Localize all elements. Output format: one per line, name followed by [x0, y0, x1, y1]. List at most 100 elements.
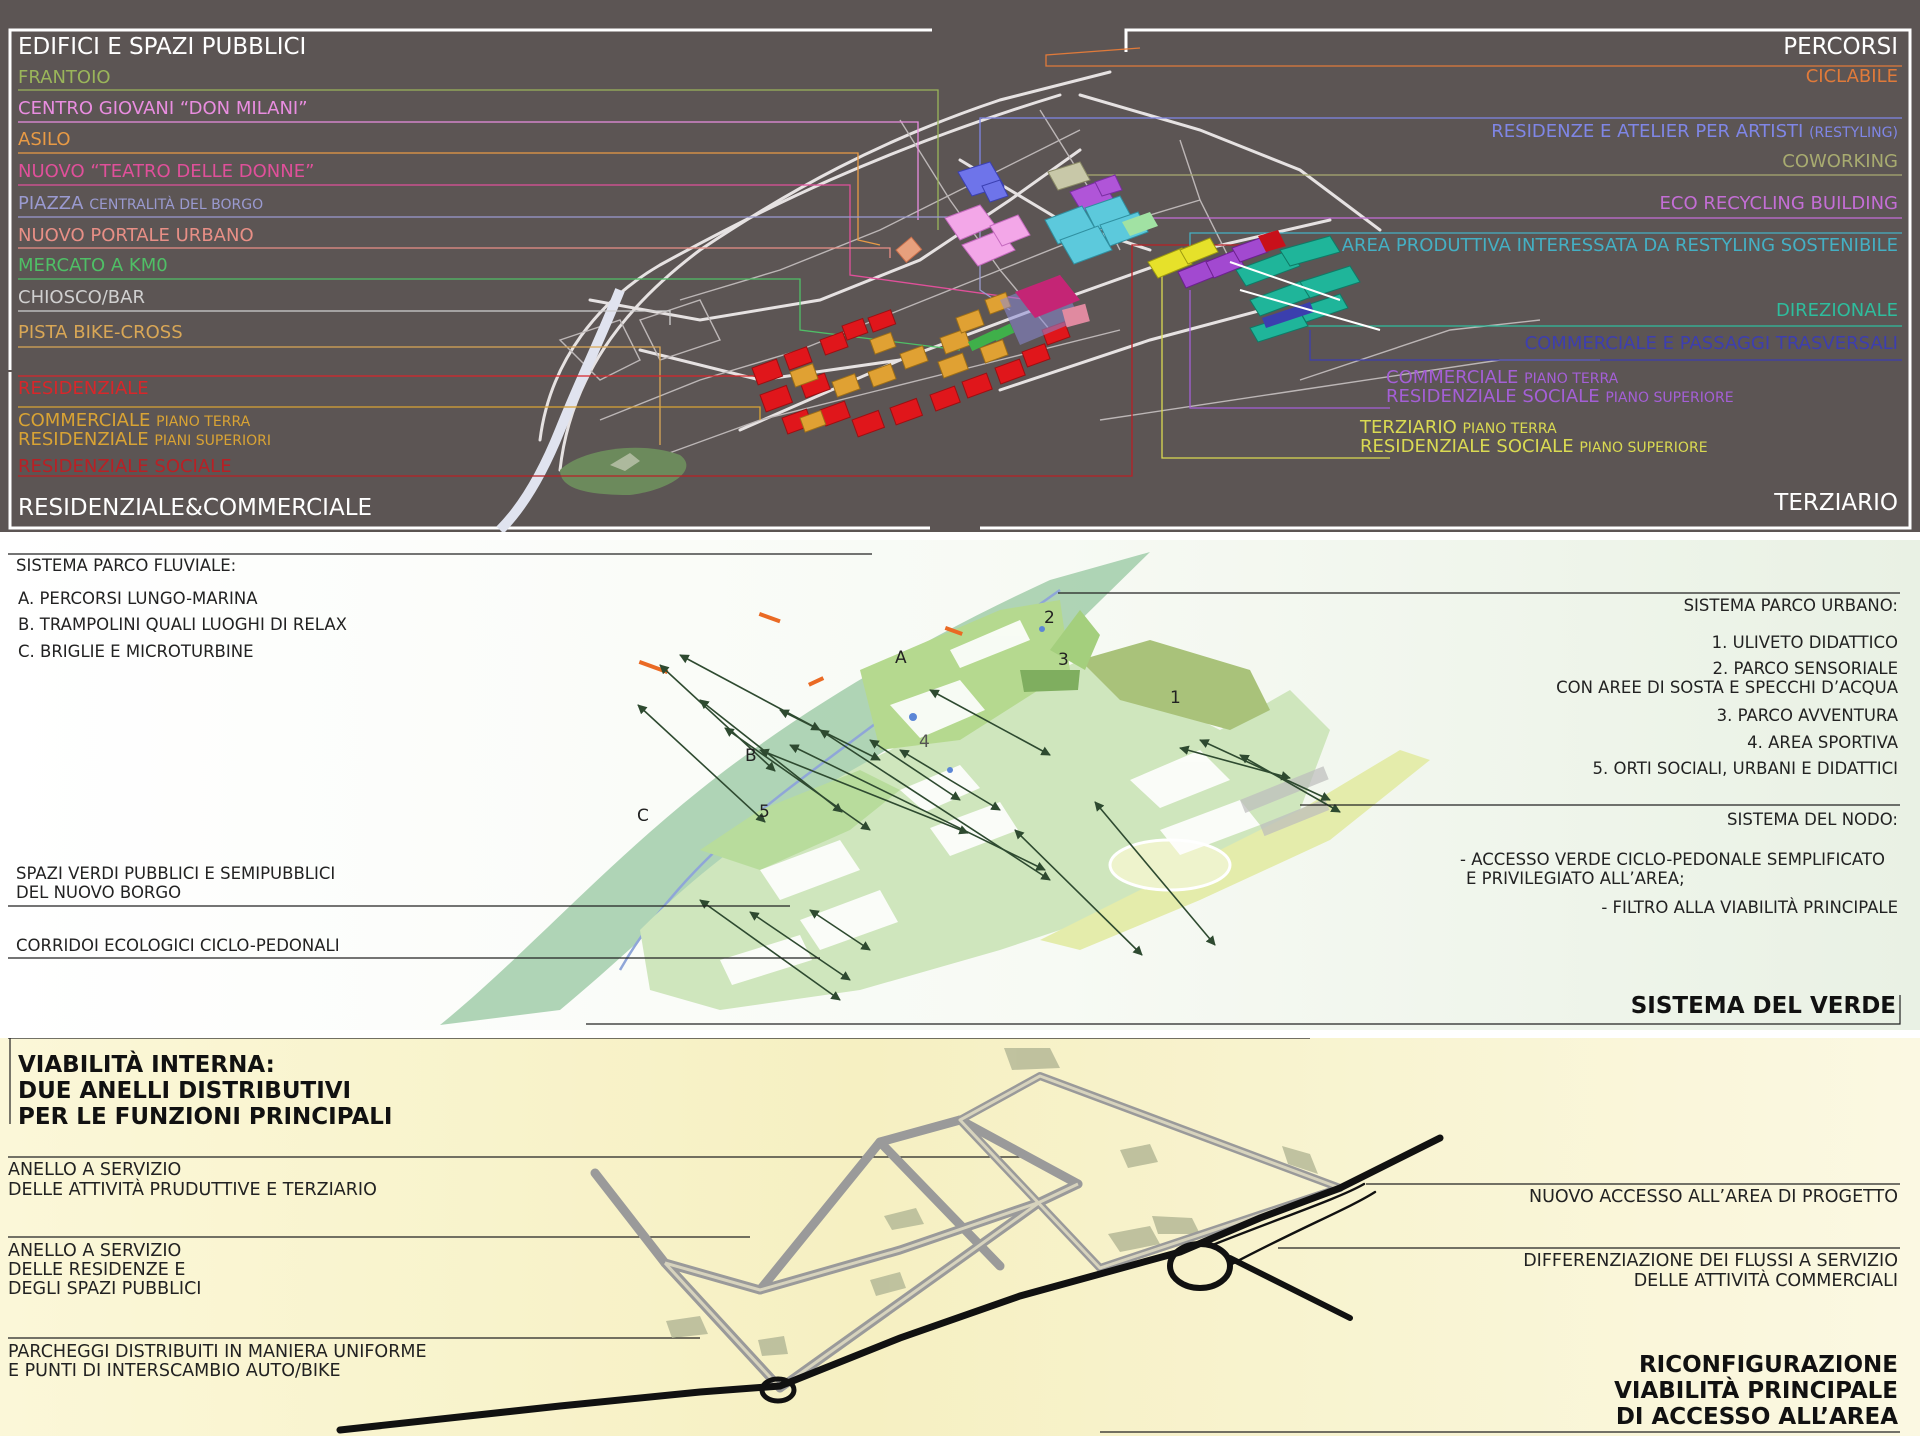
legend-comm-pt: COMMERCIALE PIANO TERRA — [1386, 369, 1618, 387]
legend-piazza-small: CENTRALITÀ DEL BORGO — [89, 197, 264, 213]
legend-centro-giovani-text: CENTRO GIOVANI “DON MILANI” — [18, 98, 308, 119]
legend-eco: ECO RECYCLING BUILDING — [1659, 193, 1898, 214]
legend-atelier: RESIDENZE E ATELIER PER ARTISTI (RESTYLI… — [1491, 123, 1898, 141]
legend-teatro: NUOVO “TEATRO DELLE DONNE” — [18, 163, 314, 181]
right-legend-title: PERCORSI — [1783, 34, 1898, 60]
legend-chiosco-text: CHIOSCO/BAR — [18, 287, 145, 308]
functions-map-section: EDIFICI E SPAZI PUBBLICI FRANTOIO CENTRO… — [0, 0, 1920, 532]
legend-ciclabile: CICLABILE — [1805, 66, 1898, 87]
nodo-item-2: - FILTRO ALLA VIABILITÀ PRINCIPALE — [1601, 898, 1898, 917]
legend-atelier-text: RESIDENZE E ATELIER PER ARTISTI — [1491, 121, 1804, 142]
viab-title-line2: DUE ANELLI DISTRIBUTIVI — [18, 1078, 352, 1104]
urbano-item-2b: CON AREE DI SOSTA E SPECCHI D’ACQUA — [1556, 678, 1898, 697]
legend-residenziale-piani-text: RESIDENZIALE — [18, 429, 149, 450]
anello2-line3: DEGLI SPAZI PUBBLICI — [8, 1279, 202, 1299]
map-label-c: C — [637, 806, 649, 826]
legend-bike: PISTA BIKE-CROSS — [18, 324, 183, 342]
legend-atelier-small: (RESTYLING) — [1809, 125, 1898, 141]
nodo-item-1b: E PRIVILEGIATO ALL’AREA; — [1466, 869, 1685, 888]
riconf-line1: RICONFIGURAZIONE — [1638, 1352, 1898, 1378]
legend-terz-pt-small: PIANO TERRA — [1462, 421, 1557, 437]
legend-chiosco: CHIOSCO/BAR — [18, 289, 145, 307]
legend-mercato: MERCATO A KM0 — [18, 257, 168, 275]
left-legend-title: EDIFICI E SPAZI PUBBLICI — [18, 34, 307, 60]
flussi-line2: DELLE ATTIVITÀ COMMERCIALI — [1633, 1271, 1898, 1291]
legend-piazza-text: PIAZZA — [18, 193, 84, 214]
fluviale-item-a: A. PERCORSI LUNGO-MARINA — [18, 589, 258, 608]
map-label-b: B — [745, 746, 757, 766]
anello1-line2: DELLE ATTIVITÀ PRUDUTTIVE E TERZIARIO — [8, 1180, 377, 1200]
legend-commerciale-text: COMMERCIALE — [18, 410, 151, 431]
nodo-item-1: - ACCESSO VERDE CICLO-PEDONALE SEMPLIFIC… — [1460, 850, 1885, 869]
legend-commerciale-passaggi: COMMERCIALE E PASSAGGI TRASVERSALI — [1524, 333, 1898, 354]
fluviale-title: SISTEMA PARCO FLUVIALE: — [16, 556, 237, 575]
map-label-2: 2 — [1044, 608, 1055, 628]
urbano-title: SISTEMA PARCO URBANO: — [1683, 596, 1898, 615]
legend-res-soc-text: RESIDENZIALE SOCIALE — [1386, 386, 1600, 407]
functions-map-graphic — [8, 28, 1912, 532]
legend-bike-text: PISTA BIKE-CROSS — [18, 322, 183, 343]
flussi-line1: DIFFERENZIAZIONE DEI FLUSSI A SERVIZIO — [1523, 1251, 1898, 1271]
green-system-section: SISTEMA PARCO FLUVIALE: A. PERCORSI LUNG… — [0, 540, 1920, 1030]
spazi-verdi-line1: SPAZI VERDI PUBBLICI E SEMIPUBBLICI — [16, 864, 336, 883]
green-system-graphic — [8, 552, 1901, 1025]
road-system-section: VIABILITÀ INTERNA: DUE ANELLI DISTRIBUTI… — [0, 1038, 1920, 1436]
legend-residenziale-piani: RESIDENZIALE PIANI SUPERIORI — [18, 431, 271, 449]
corridoi-label: CORRIDOI ECOLOGICI CICLO-PEDONALI — [16, 936, 340, 955]
riconf-line3: DI ACCESSO ALL’AREA — [1615, 1404, 1898, 1430]
legend-piazza: PIAZZA CENTRALITÀ DEL BORGO — [18, 195, 263, 213]
parcheggi-line1: PARCHEGGI DISTRIBUITI IN MANIERA UNIFORM… — [8, 1342, 427, 1362]
legend-portale: NUOVO PORTALE URBANO — [18, 227, 254, 245]
bottom-right-title: TERZIARIO — [1774, 490, 1898, 516]
viab-title-line1: VIABILITÀ INTERNA: — [18, 1052, 275, 1078]
legend-mercato-text: MERCATO A KM0 — [18, 255, 168, 276]
green-section-title: SISTEMA DEL VERDE — [1630, 993, 1896, 1019]
nuovo-accesso-label: NUOVO ACCESSO ALL’AREA DI PROGETTO — [1529, 1187, 1898, 1207]
viab-title-line3: PER LE FUNZIONI PRINCIPALI — [18, 1104, 393, 1130]
fluviale-item-b: B. TRAMPOLINI QUALI LUOGHI DI RELAX — [18, 615, 347, 634]
road-system-graphic — [8, 1038, 1900, 1434]
map-label-5: 5 — [759, 802, 770, 822]
urbano-item-4: 4. AREA SPORTIVA — [1747, 733, 1898, 752]
map-label-3: 3 — [1058, 650, 1069, 670]
bottom-left-title: RESIDENZIALE&COMMERCIALE — [18, 495, 373, 521]
legend-residenziale: RESIDENZIALE — [18, 378, 149, 399]
nodo-title: SISTEMA DEL NODO: — [1727, 810, 1898, 829]
legend-teatro-text: NUOVO “TEATRO DELLE DONNE” — [18, 161, 315, 182]
legend-commerciale-small: PIANO TERRA — [156, 414, 251, 430]
legend-comm-pt-small: PIANO TERRA — [1524, 371, 1619, 387]
legend-frantoio-text: FRANTOIO — [18, 67, 111, 88]
legend-residenziale-sociale: RESIDENZIALE SOCIALE — [18, 456, 232, 477]
anello2-line2: DELLE RESIDENZE E — [8, 1260, 186, 1280]
legend-res-soc-small: PIANO SUPERIORE — [1605, 390, 1734, 406]
legend-portale-text: NUOVO PORTALE URBANO — [18, 225, 254, 246]
legend-terz-res: RESIDENZIALE SOCIALE PIANO SUPERIORE — [1360, 438, 1708, 456]
legend-asilo-text: ASILO — [18, 129, 71, 150]
urbano-item-5: 5. ORTI SOCIALI, URBANI E DIDATTICI — [1592, 759, 1899, 778]
urbano-item-1: 1. ULIVETO DIDATTICO — [1711, 633, 1898, 652]
legend-res-soc: RESIDENZIALE SOCIALE PIANO SUPERIORE — [1386, 388, 1734, 406]
legend-coworking: COWORKING — [1782, 151, 1898, 172]
legend-terz-res-text: RESIDENZIALE SOCIALE — [1360, 436, 1574, 457]
legend-terz-pt: TERZIARIO PIANO TERRA — [1360, 419, 1557, 437]
spazi-verdi-line2: DEL NUOVO BORGO — [16, 883, 182, 902]
legend-terz-pt-text: TERZIARIO — [1360, 417, 1457, 438]
legend-area-produttiva: AREA PRODUTTIVA INTERESSATA DA RESTYLING… — [1341, 235, 1898, 256]
legend-frantoio: FRANTOIO — [18, 69, 111, 87]
parcheggi-line2: E PUNTI DI INTERSCAMBIO AUTO/BIKE — [8, 1361, 341, 1381]
legend-centro-giovani: CENTRO GIOVANI “DON MILANI” — [18, 100, 308, 118]
anello1-line1: ANELLO A SERVIZIO — [8, 1160, 182, 1180]
urbano-item-2: 2. PARCO SENSORIALE — [1712, 659, 1898, 678]
map-label-4: 4 — [919, 732, 930, 752]
map-label-a: A — [895, 648, 907, 668]
anello2-line1: ANELLO A SERVIZIO — [8, 1241, 182, 1261]
map-label-1: 1 — [1170, 688, 1181, 708]
legend-comm-pt-text: COMMERCIALE — [1386, 367, 1519, 388]
legend-commerciale: COMMERCIALE PIANO TERRA — [18, 412, 250, 430]
legend-direzionale: DIREZIONALE — [1775, 300, 1898, 321]
legend-residenziale-piani-small: PIANI SUPERIORI — [154, 433, 272, 449]
legend-terz-res-small: PIANO SUPERIORE — [1579, 440, 1708, 456]
riconf-line2: VIABILITÀ PRINCIPALE — [1614, 1378, 1898, 1404]
fluviale-item-c: C. BRIGLIE E MICROTURBINE — [18, 642, 254, 661]
urbano-item-3: 3. PARCO AVVENTURA — [1716, 706, 1898, 725]
